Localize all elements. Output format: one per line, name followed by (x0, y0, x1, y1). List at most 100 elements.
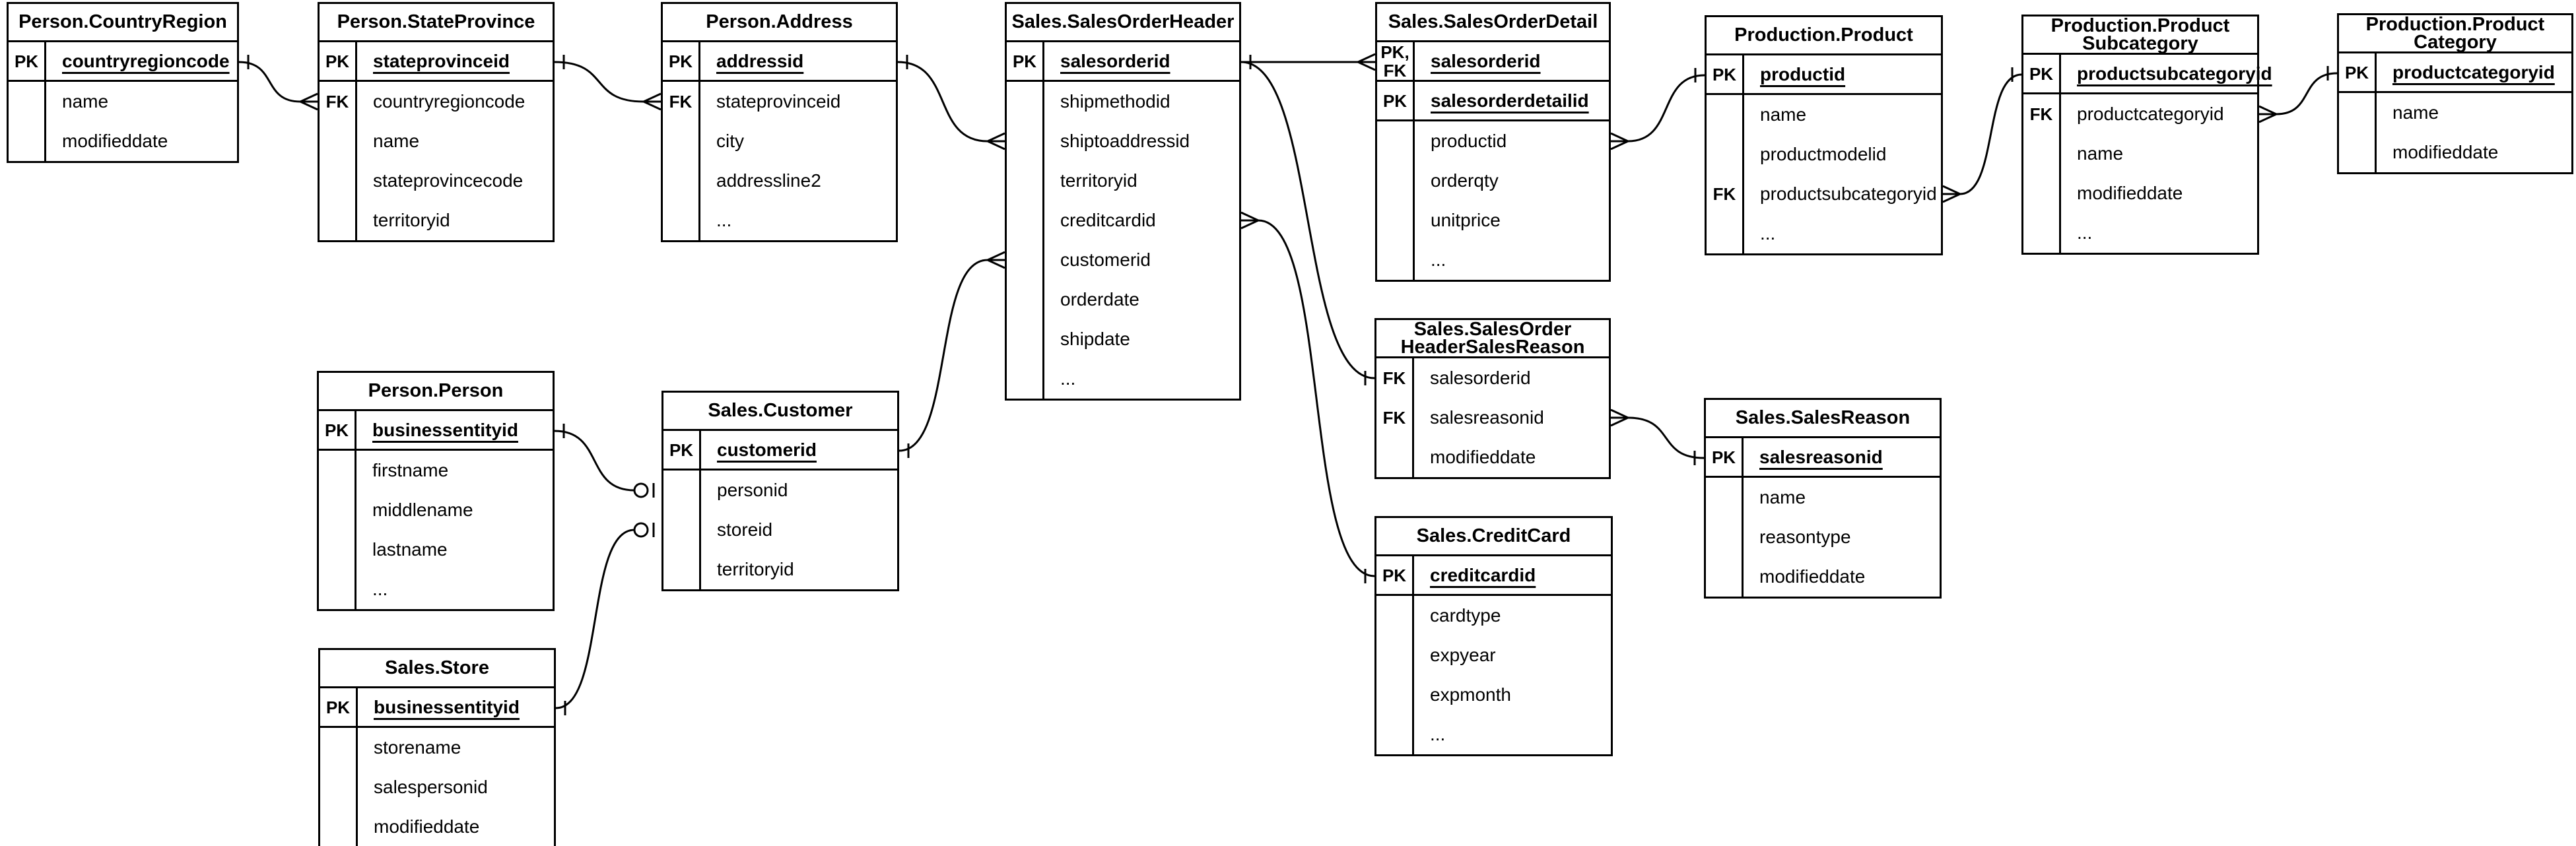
relationship-address-salesorderheader[interactable] (897, 55, 1005, 150)
table-title: Production.Product Subcategory (2023, 16, 2257, 55)
relationship-productsubcategory-productcategory[interactable] (2258, 66, 2338, 123)
table-row: productid (1377, 121, 1609, 161)
key-cell-empty (2339, 93, 2377, 133)
table-row: name (1706, 478, 1940, 517)
column-name: salesorderid (1060, 50, 1170, 71)
relationship-countryregion-stateprovince[interactable] (238, 55, 318, 111)
relationship-person-customer[interactable] (554, 424, 655, 498)
key-cell-empty (1706, 517, 1744, 557)
table-row: productmodelid (1707, 135, 1941, 174)
key-cell-empty (1707, 135, 1744, 174)
column-name: reasontype (1759, 527, 1851, 547)
column-name: creditcardid (1060, 210, 1156, 230)
key-cell-empty (2023, 213, 2061, 253)
relationship-product-productsubcategory[interactable] (1942, 67, 2022, 203)
key-badge: PK (663, 42, 700, 80)
relationship-store-customer[interactable] (555, 522, 655, 715)
table-row: lastname (319, 530, 553, 569)
table-row: cardtype (1376, 596, 1611, 635)
column-name: ... (1430, 724, 1446, 744)
table-row: storeid (663, 510, 897, 550)
key-cell-empty (1376, 715, 1414, 754)
column-name: salesorderid (1430, 368, 1531, 388)
column-name: salespersonid (374, 777, 488, 797)
key-cell-empty (1377, 201, 1415, 240)
key-cell-empty (1707, 214, 1744, 253)
table-row: orderqty (1377, 161, 1609, 201)
column-name: salesreasonid (1430, 407, 1544, 428)
key-cell-empty (663, 161, 700, 201)
key-cell-empty (1007, 280, 1044, 319)
key-badge: PK (2023, 55, 2061, 92)
table-title: Production.Product Category (2339, 15, 2571, 53)
table-row: modifieddate (9, 121, 237, 161)
key-cell-empty (2023, 134, 2061, 174)
column-name: productcategoryid (2077, 104, 2224, 124)
table-row: middlename (319, 490, 553, 530)
relationship-headersalesreason-salesreason[interactable] (1610, 408, 1705, 465)
column-name: modifieddate (374, 816, 480, 837)
column-name: customerid (1060, 249, 1151, 270)
table-row: ... (1707, 214, 1941, 253)
table-row: personid (663, 471, 897, 510)
key-badge: FK (2023, 94, 2061, 134)
key-badge: FK (1707, 174, 1744, 214)
key-cell-empty (1376, 635, 1414, 675)
table-row: name (2023, 134, 2257, 174)
column-name: productsubcategoryid (1760, 183, 1937, 204)
key-cell-empty (1007, 201, 1044, 240)
relationship-salesorderdetail-product[interactable] (1610, 68, 1705, 150)
relationship-customer-salesorderheader[interactable] (898, 251, 1005, 458)
key-badge: PK (320, 42, 357, 80)
key-cell-empty (1706, 478, 1744, 517)
column-name: name (2392, 102, 2439, 123)
column-name: addressline2 (716, 170, 821, 191)
relationship-stateprovince-address[interactable] (554, 55, 661, 111)
key-cell-empty (1376, 675, 1414, 715)
table-row: salespersonid (320, 767, 554, 807)
column-name: productmodelid (1760, 144, 1887, 164)
table-title: Person.CountryRegion (9, 4, 237, 42)
column-name: orderdate (1060, 289, 1139, 309)
column-name: ... (716, 210, 732, 230)
table-row: name (320, 121, 553, 161)
column-name: ... (372, 579, 388, 599)
table-row: modifieddate (1376, 438, 1609, 477)
column-name: ... (1760, 223, 1776, 244)
table-row: ... (663, 201, 896, 240)
table-row: territoryid (320, 201, 553, 240)
relationship-salesorderheader-headersalesreason[interactable] (1240, 55, 1375, 385)
key-cell-empty (1007, 82, 1044, 121)
table-row: ... (1377, 240, 1609, 280)
key-cell-empty (1007, 319, 1044, 359)
table-row: ... (319, 569, 553, 609)
key-cell-empty (9, 82, 46, 121)
column-name: customerid (717, 439, 817, 460)
key-cell-empty (1706, 557, 1744, 597)
table-row: city (663, 121, 896, 161)
table-title: Person.Address (663, 4, 896, 42)
relationship-creditcard-salesorderheader[interactable] (1240, 211, 1375, 583)
key-cell-empty (1007, 240, 1044, 280)
column-name: name (2077, 143, 2124, 164)
key-badge: FK (1376, 398, 1414, 438)
column-name: expmonth (1430, 684, 1511, 705)
key-badge: PK (319, 411, 356, 449)
table-row: FK productcategoryid (2023, 94, 2257, 134)
